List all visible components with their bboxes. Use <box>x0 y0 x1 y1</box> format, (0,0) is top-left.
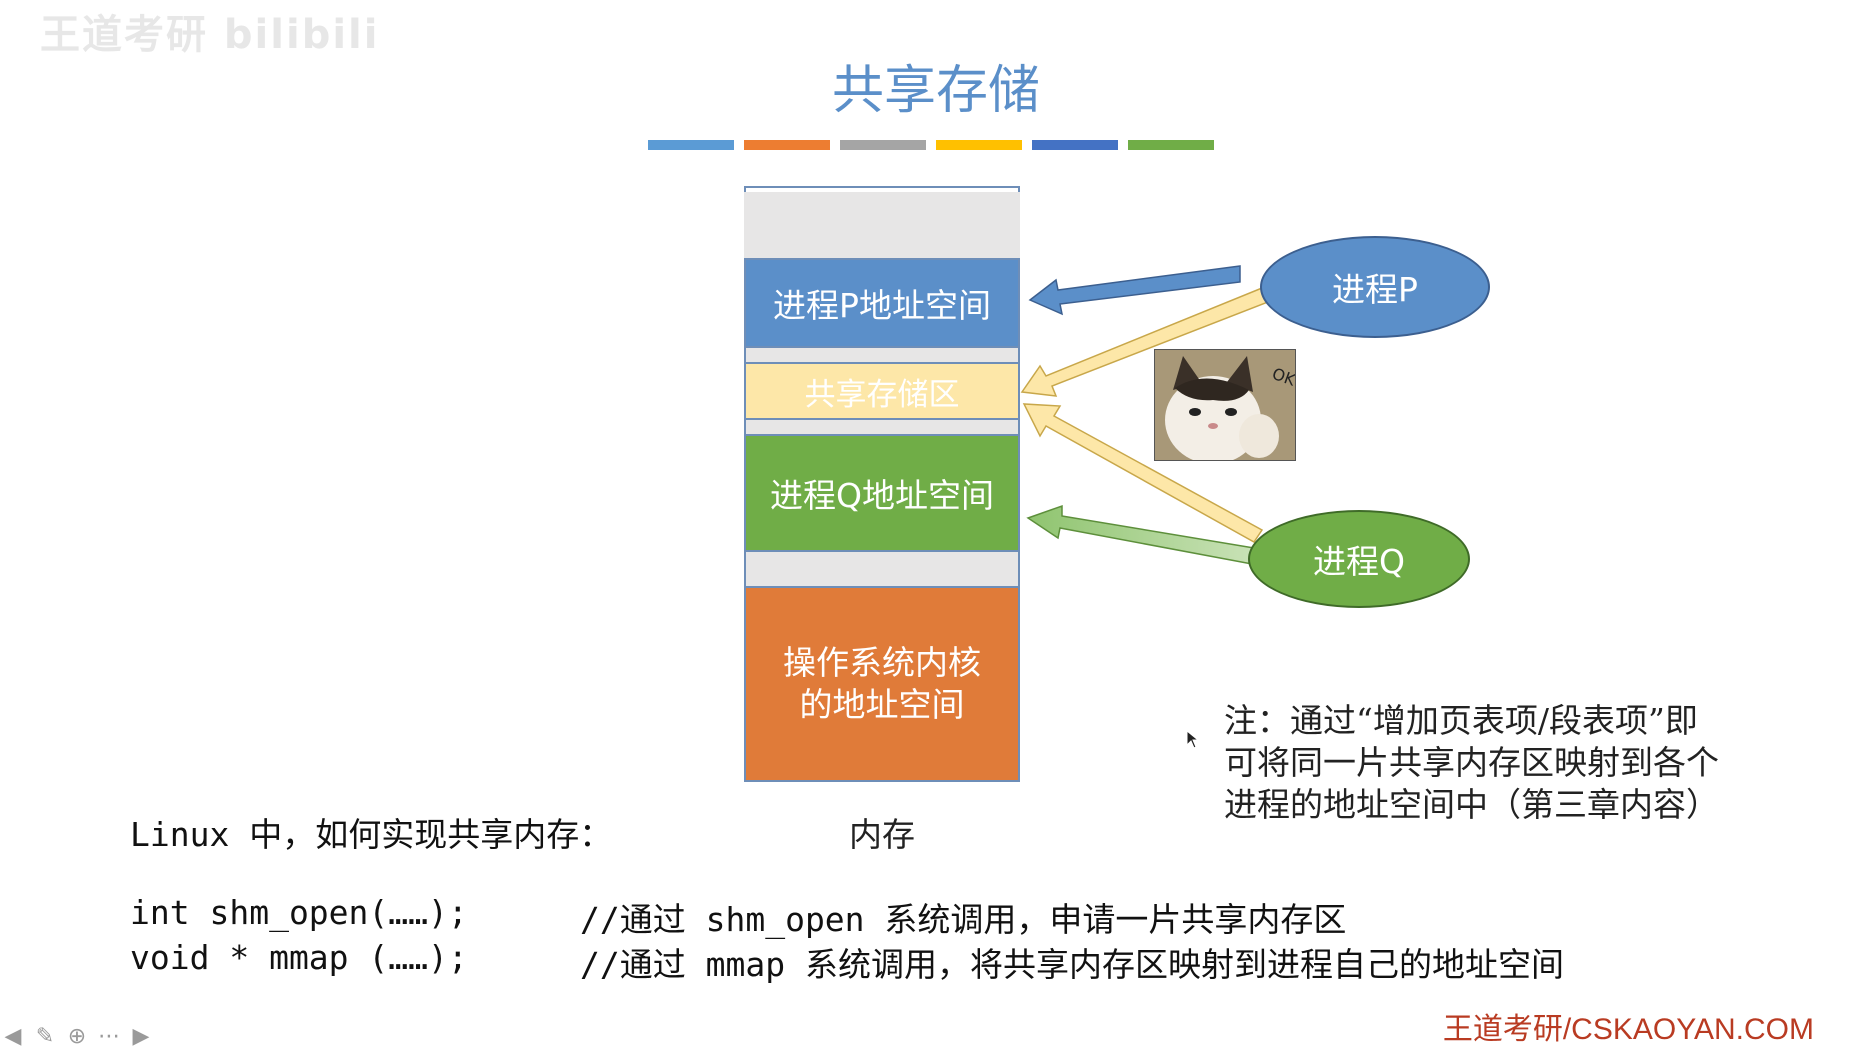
title-color-bar <box>1128 140 1214 150</box>
code-comment-1: //通过 shm_open 系统调用，申请一片共享内存区 <box>580 900 1347 939</box>
mouse-cursor-icon <box>1186 730 1200 749</box>
brand-text: 王道考研/CSKAOYAN.COM <box>1442 1013 1814 1046</box>
cat-icon: OK <box>1155 350 1295 460</box>
note-line-2: 可将同一片共享内存区映射到各个 <box>1224 743 1719 782</box>
title-color-bar <box>1032 140 1118 150</box>
title-color-bar <box>744 140 830 150</box>
arrow-q-to-q-space <box>1026 504 1255 565</box>
arrow-q-to-shared <box>1022 403 1264 543</box>
process-p-label: 进程P <box>1332 270 1418 309</box>
memory-block-gap-2 <box>744 550 1020 588</box>
memory-label: 内存 <box>849 815 915 854</box>
process-p-node: 进程P <box>1260 236 1490 338</box>
process-q-node: 进程Q <box>1248 510 1470 608</box>
note-text: 注：通过“增加页表项/段表项”即 可将同一片共享内存区映射到各个 进程的地址空间… <box>1224 700 1784 826</box>
next-arrow-icon[interactable]: ▶ <box>132 1023 150 1049</box>
title-color-bar <box>840 140 926 150</box>
slide-title: 共享存储 <box>831 61 1040 121</box>
memory-block-shared: 共享存储区 <box>744 362 1020 420</box>
more-icon[interactable]: ⋯ <box>98 1023 120 1049</box>
process-q-label: 进程Q <box>1313 542 1405 581</box>
memory-block-process-p: 进程P地址空间 <box>744 258 1020 348</box>
note-line-1: 注：通过“增加页表项/段表项”即 <box>1224 701 1698 740</box>
slide-toolbar: ◀ ✎ ⊕ ⋯ ▶ <box>0 1022 154 1050</box>
zoom-icon[interactable]: ⊕ <box>67 1023 87 1049</box>
title-color-bar <box>648 140 734 150</box>
code-comment-2: //通过 mmap 系统调用，将共享内存区映射到进程自己的地址空间 <box>580 945 1564 984</box>
memory-block-kernel: 操作系统内核 的地址空间 <box>744 586 1020 782</box>
title-color-bar <box>936 140 1022 150</box>
code-line-1: int shm_open(……); <box>130 893 468 932</box>
pen-icon[interactable]: ✎ <box>35 1023 55 1049</box>
memory-block-process-q: 进程Q地址空间 <box>744 434 1020 552</box>
code-line-2: void * mmap (……); <box>130 938 468 977</box>
watermark: 王道考研 bilibili <box>40 12 380 58</box>
linux-question: Linux 中，如何实现共享内存： <box>130 815 613 854</box>
memory-gap-fill <box>744 420 1020 434</box>
note-line-3: 进程的地址空间中（第三章内容） <box>1224 785 1719 824</box>
arrow-p-to-shared <box>1020 287 1269 397</box>
arrow-p-to-p-space <box>1028 265 1241 316</box>
memory-top-fill <box>744 192 1020 258</box>
prev-arrow-icon[interactable]: ◀ <box>4 1023 22 1049</box>
cat-ok-image: OK <box>1154 349 1296 461</box>
